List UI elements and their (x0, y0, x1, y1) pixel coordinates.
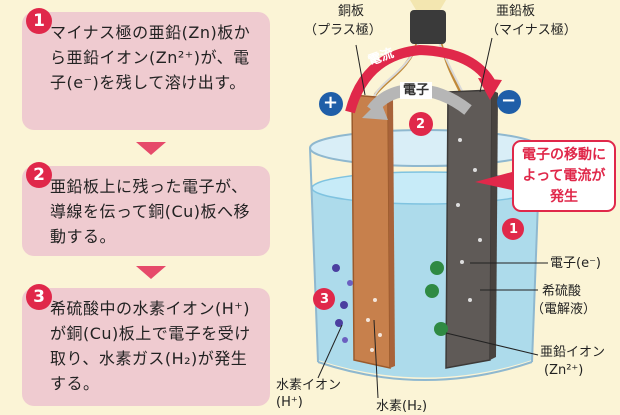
zinc-ion-label: 亜鉛イオン (540, 345, 606, 360)
electron-e-label: 電子(e⁻) (550, 256, 602, 271)
hydrogen-ion (347, 280, 353, 286)
marker-1-label: 1 (509, 222, 519, 237)
marker-2 (409, 112, 433, 136)
copper-plate (351, 94, 391, 369)
marker-2-label: 2 (416, 117, 426, 132)
step-1-badge: 1 (26, 8, 52, 34)
zinc-ion-formula-label: (Zn²⁺) (544, 363, 584, 378)
hydrogen-ion (332, 264, 340, 272)
copper-role-label: （プラス極） (304, 23, 382, 38)
bulb-icon (410, 0, 446, 10)
current-arrow (345, 44, 497, 114)
plus-sign: + (323, 92, 339, 113)
step-3-badge: 3 (26, 284, 52, 310)
marker-3-label: 3 (320, 292, 330, 307)
zinc-ion (425, 284, 439, 298)
step-3-text: 希硫酸中の水素イオン(H⁺)が銅(Cu)板上で電子を受け取り、水素ガス(H₂)が… (50, 299, 251, 393)
zinc-plate (445, 89, 493, 369)
zinc-ion (430, 261, 444, 275)
arrow-down-icon (136, 266, 166, 279)
minus-sign: − (501, 90, 517, 111)
marker-3 (313, 288, 335, 310)
hydrogen-ion-label: 水素イオン (276, 378, 342, 393)
zinc-ion (434, 322, 448, 336)
step-2-panel: 亜鉛板上に残った電子が、導線を伝って銅(Cu)板へ移動する。 (22, 166, 270, 256)
hydrogen-ion (335, 319, 343, 327)
copper-plate-label: 銅板 (338, 4, 365, 19)
callout-text: 電子の移動によって電流が発生 (522, 147, 606, 205)
electrolyte (312, 185, 538, 378)
zinc-role-label: （マイナス極） (486, 23, 577, 38)
minus-icon (497, 90, 521, 114)
arrow-down-icon (136, 142, 166, 155)
electron-label: 電子 (400, 82, 433, 99)
hydrogen-ion (340, 301, 348, 309)
hydrogen-ion (342, 337, 348, 343)
acid-label: 希硫酸 (542, 284, 582, 299)
callout-box: 電子の移動によって電流が発生 (512, 140, 616, 212)
beaker-rim (309, 129, 541, 167)
bulb-socket (410, 10, 446, 44)
hydrogen-ion-formula-label: (H⁺) (276, 395, 303, 410)
hydrogen-label: 水素(H₂) (376, 399, 428, 414)
marker-1 (502, 218, 524, 240)
zinc-plate-label: 亜鉛板 (496, 4, 536, 19)
step-1-panel: マイナス極の亜鉛(Zn)板から亜鉛イオン(Zn²⁺)が、電子(e⁻)を残して溶け… (22, 12, 270, 130)
plus-icon (319, 92, 343, 116)
step-2-text: 亜鉛板上に残った電子が、導線を伝って銅(Cu)板へ移動する。 (50, 177, 250, 246)
acid-sub-label: （電解液） (531, 302, 597, 317)
step-1-text: マイナス極の亜鉛(Zn)板から亜鉛イオン(Zn²⁺)が、電子(e⁻)を残して溶け… (50, 23, 251, 92)
step-2-badge: 2 (26, 162, 52, 188)
step-3-panel: 希硫酸中の水素イオン(H⁺)が銅(Cu)板上で電子を受け取り、水素ガス(H₂)が… (22, 288, 270, 406)
